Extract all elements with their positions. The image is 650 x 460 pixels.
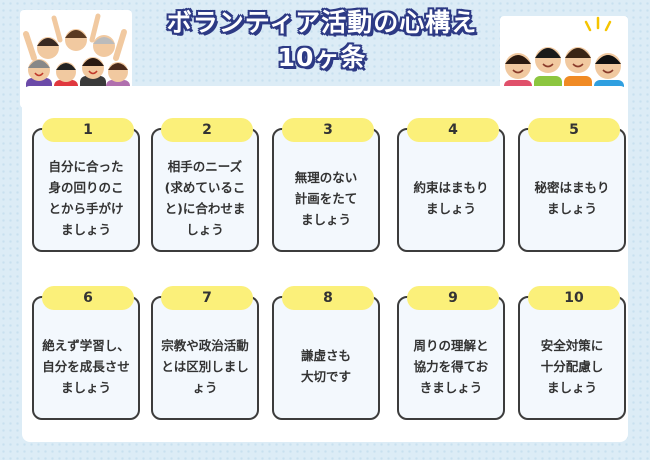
rule-number-badge: 1 bbox=[42, 118, 134, 142]
rule-number-badge: 9 bbox=[407, 286, 499, 310]
header: ボランティア活動の心構え 10ヶ条 bbox=[118, 8, 526, 82]
rule-text: 謙虚さも 大切です bbox=[300, 348, 351, 384]
rule-number-badge: 8 bbox=[282, 286, 374, 310]
rule-text: 安全対策に 十分配慮し ましょう bbox=[540, 337, 604, 395]
rule-text: 約束はまもり ましょう bbox=[413, 180, 489, 216]
page-subtitle: 10ヶ条 bbox=[277, 43, 367, 72]
rule-number-badge: 6 bbox=[42, 286, 134, 310]
rule-card: 4 約束はまもり ましょう bbox=[397, 118, 505, 252]
rule-text: 宗教や政治活動 とは区別しまし ょう bbox=[161, 337, 249, 395]
rule-card: 10 安全対策に 十分配慮し ましょう bbox=[518, 286, 626, 420]
rule-card: 8 謙虚さも 大切です bbox=[272, 286, 380, 420]
rule-number-badge: 4 bbox=[407, 118, 499, 142]
rule-card: 5 秘密はまもり ましょう bbox=[518, 118, 626, 252]
rule-text: 周りの理解と 協力を得てお きましょう bbox=[413, 337, 489, 395]
rule-number-badge: 7 bbox=[161, 286, 253, 310]
rule-text: 自分に合った 身の回りのこ とから手がけ ましょう bbox=[48, 159, 124, 237]
rule-number-badge: 5 bbox=[528, 118, 620, 142]
rule-text: 絶えず学習し、 自分を成長させ ましょう bbox=[42, 337, 130, 395]
rule-card: 7 宗教や政治活動 とは区別しまし ょう bbox=[151, 286, 259, 420]
rule-text: 無理のない 計画をたて ましょう bbox=[294, 169, 358, 227]
rule-number-badge: 2 bbox=[161, 118, 253, 142]
rule-card: 1 自分に合った 身の回りのこ とから手がけ ましょう bbox=[32, 118, 140, 252]
rule-number-badge: 3 bbox=[282, 118, 374, 142]
rule-card: 6 絶えず学習し、 自分を成長させ ましょう bbox=[32, 286, 140, 420]
rule-card: 2 相手のニーズ (求めているこ と)に合わせま しょう bbox=[151, 118, 259, 252]
rule-text: 相手のニーズ (求めているこ と)に合わせま しょう bbox=[164, 159, 246, 237]
page-title: ボランティア活動の心構え bbox=[166, 8, 478, 37]
rule-number-badge: 10 bbox=[528, 286, 620, 310]
rule-text: 秘密はまもり ましょう bbox=[534, 180, 610, 216]
rule-card: 3 無理のない 計画をたて ましょう bbox=[272, 118, 380, 252]
rule-card: 9 周りの理解と 協力を得てお きましょう bbox=[397, 286, 505, 420]
